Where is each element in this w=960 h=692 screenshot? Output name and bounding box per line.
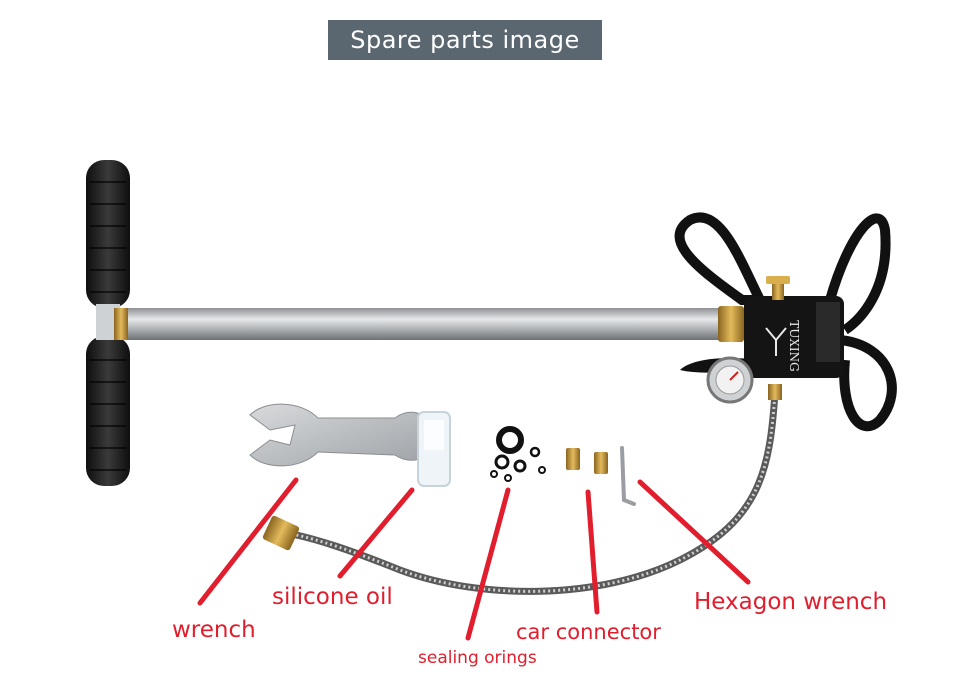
silicone-oil-bottle bbox=[417, 411, 451, 487]
pointer-hexagon-wrench bbox=[637, 479, 751, 585]
pointer-car-connector bbox=[585, 489, 600, 615]
brand-mark: TUXING bbox=[787, 320, 801, 372]
label-sealing-orings: sealing orings bbox=[418, 648, 537, 668]
label-hexagon-wrench: Hexagon wrench bbox=[694, 589, 888, 615]
sealing-orings bbox=[490, 426, 546, 482]
pointer-lines bbox=[197, 477, 751, 641]
label-silicone-oil: silicone oil bbox=[272, 584, 393, 610]
label-wrench: wrench bbox=[172, 617, 256, 643]
title-banner: Spare parts image bbox=[328, 20, 602, 60]
pump-head: TUXING bbox=[674, 212, 897, 432]
pointer-silicone-oil bbox=[337, 487, 415, 579]
pointer-wrench bbox=[197, 477, 299, 606]
hexagon-wrench bbox=[620, 446, 636, 506]
car-connector bbox=[566, 448, 608, 474]
spanner-wrench bbox=[249, 403, 429, 467]
pump-shaft bbox=[114, 306, 744, 342]
braided-hose bbox=[262, 384, 782, 595]
pointer-sealing-orings bbox=[465, 487, 511, 641]
label-car-connector: car connector bbox=[516, 620, 661, 644]
